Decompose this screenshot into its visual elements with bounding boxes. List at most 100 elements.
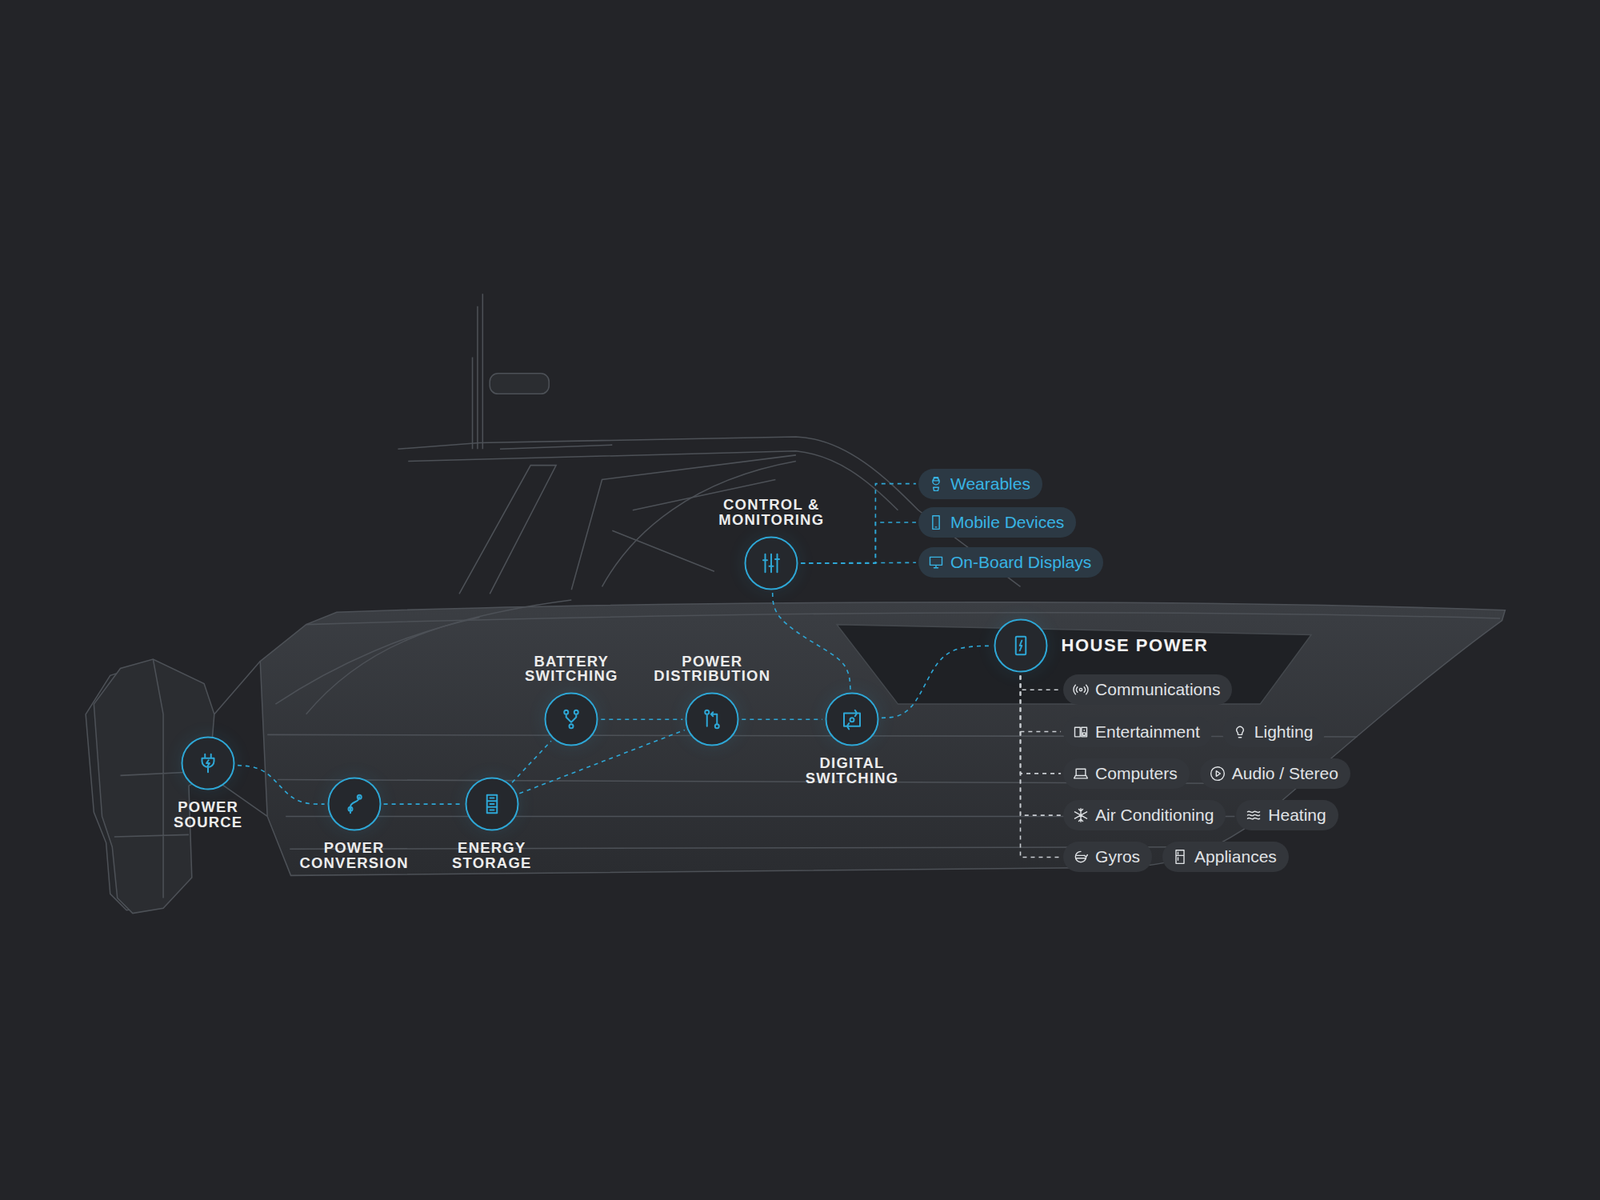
boat-line bbox=[836, 624, 1312, 704]
boat-line bbox=[275, 617, 480, 704]
node-icon bbox=[705, 710, 720, 729]
pill-box: Mobile Devices bbox=[918, 507, 1076, 538]
dashed-connector bbox=[512, 740, 552, 783]
pill-icon-shape bbox=[929, 556, 942, 568]
pill-box: Air Conditioning bbox=[1063, 800, 1226, 831]
pill-box: Entertainment bbox=[1063, 716, 1212, 748]
node-ring bbox=[824, 692, 880, 747]
node-ring bbox=[684, 692, 740, 747]
node-ring bbox=[180, 736, 236, 791]
circle-node: POWER DISTRIBUTION bbox=[684, 692, 740, 747]
node-icon bbox=[763, 554, 780, 573]
circle-node: BATTERY SWITCHING bbox=[544, 692, 599, 747]
pill-icon bbox=[1245, 807, 1262, 824]
dashed-connector bbox=[800, 562, 916, 564]
node-ring bbox=[464, 776, 520, 832]
node-ring bbox=[993, 618, 1048, 673]
pill-icon-shape bbox=[1248, 811, 1260, 820]
node-icon bbox=[348, 795, 361, 814]
dashed-connector bbox=[600, 718, 683, 720]
boat-line bbox=[306, 612, 1500, 625]
node-circle bbox=[994, 620, 1047, 672]
node-label: DIGITAL SWITCHING bbox=[805, 756, 900, 787]
pill-label: Entertainment bbox=[1095, 722, 1200, 742]
pill-icon-shape bbox=[1075, 808, 1088, 823]
node-label: POWER SOURCE bbox=[173, 800, 243, 831]
pill-icon-shape bbox=[1236, 726, 1244, 737]
pill-label: Air Conditioning bbox=[1095, 805, 1214, 825]
node-icon bbox=[487, 795, 498, 814]
boat-line bbox=[289, 847, 1184, 850]
pill-icon-shape bbox=[1073, 684, 1088, 695]
pill-icon-shape bbox=[932, 476, 940, 491]
pill-icon bbox=[1209, 765, 1226, 782]
circle-node: CONTROL & MONITORING bbox=[744, 536, 799, 591]
pill-label: Audio / Stereo bbox=[1232, 764, 1339, 784]
pill-icon bbox=[1072, 848, 1089, 865]
pill-label: Wearables bbox=[950, 474, 1031, 494]
pill-label: Heating bbox=[1268, 805, 1326, 825]
boat-line bbox=[306, 600, 572, 715]
node-label: POWER CONVERSION bbox=[299, 840, 408, 872]
pill-icon bbox=[1072, 765, 1089, 782]
pill-icon bbox=[1072, 724, 1089, 740]
dashed-connector bbox=[772, 592, 851, 690]
pill-icon bbox=[1072, 807, 1089, 824]
dashed-connector bbox=[881, 645, 991, 718]
pill-icon bbox=[928, 476, 944, 492]
pill-icon-shape bbox=[1210, 766, 1224, 780]
pill-label: Gyros bbox=[1095, 847, 1140, 867]
circle-node: POWER CONVERSION bbox=[327, 776, 382, 832]
pill-box: Audio / Stereo bbox=[1200, 758, 1351, 789]
pill-label: On-Board Displays bbox=[950, 552, 1092, 572]
pill-label: Communications bbox=[1095, 680, 1220, 700]
pill-label: Computers bbox=[1095, 764, 1178, 784]
node-ring bbox=[744, 536, 799, 591]
node-circle bbox=[545, 693, 598, 746]
dashed-connector bbox=[519, 730, 684, 794]
pill-box: Communications bbox=[1063, 674, 1232, 705]
boat-line bbox=[459, 465, 556, 595]
dashed-connector bbox=[741, 718, 823, 720]
boat-line bbox=[260, 602, 1505, 876]
pill-icon-shape bbox=[1075, 727, 1088, 737]
pill-box: Appliances bbox=[1162, 841, 1289, 872]
pill-icon-shape bbox=[932, 516, 940, 530]
pill-label: Lighting bbox=[1254, 722, 1314, 742]
pill-box: On-Board Displays bbox=[918, 547, 1104, 578]
dashed-connector bbox=[384, 803, 463, 805]
node-icon bbox=[1015, 636, 1026, 656]
circle-node: ENERGY STORAGE bbox=[464, 776, 520, 832]
boat-line bbox=[85, 293, 1505, 913]
node-circle bbox=[745, 537, 798, 590]
pill-icon-shape bbox=[1074, 768, 1088, 779]
node-label: BATTERY SWITCHING bbox=[524, 654, 619, 685]
node-ring bbox=[327, 776, 382, 832]
dashed-connector bbox=[800, 522, 916, 564]
pill-label: Appliances bbox=[1194, 847, 1277, 867]
node-icon bbox=[564, 710, 580, 729]
node-label: POWER DISTRIBUTION bbox=[653, 654, 771, 685]
dashed-connector bbox=[1020, 675, 1062, 816]
pill-box: Computers bbox=[1063, 758, 1190, 789]
circle-node: DIGITAL SWITCHING bbox=[824, 692, 880, 747]
pill-icon bbox=[928, 514, 944, 531]
node-icon bbox=[202, 754, 215, 773]
pill-icon-shape bbox=[1075, 852, 1088, 863]
node-circle bbox=[686, 693, 739, 746]
pill-icon bbox=[1072, 681, 1089, 698]
node-circle bbox=[465, 778, 518, 831]
node-circle bbox=[826, 693, 879, 746]
pill-label: Mobile Devices bbox=[950, 512, 1064, 532]
circle-node: HOUSE POWER bbox=[993, 618, 1048, 673]
pill-icon bbox=[1172, 848, 1188, 865]
boat-line bbox=[472, 293, 484, 449]
node-ring bbox=[544, 692, 599, 747]
boat-line bbox=[408, 451, 898, 511]
dashed-connector bbox=[1020, 675, 1062, 690]
dashed-connector bbox=[1020, 675, 1062, 773]
pill-icon-shape bbox=[1176, 850, 1184, 864]
node-circle bbox=[328, 778, 380, 831]
